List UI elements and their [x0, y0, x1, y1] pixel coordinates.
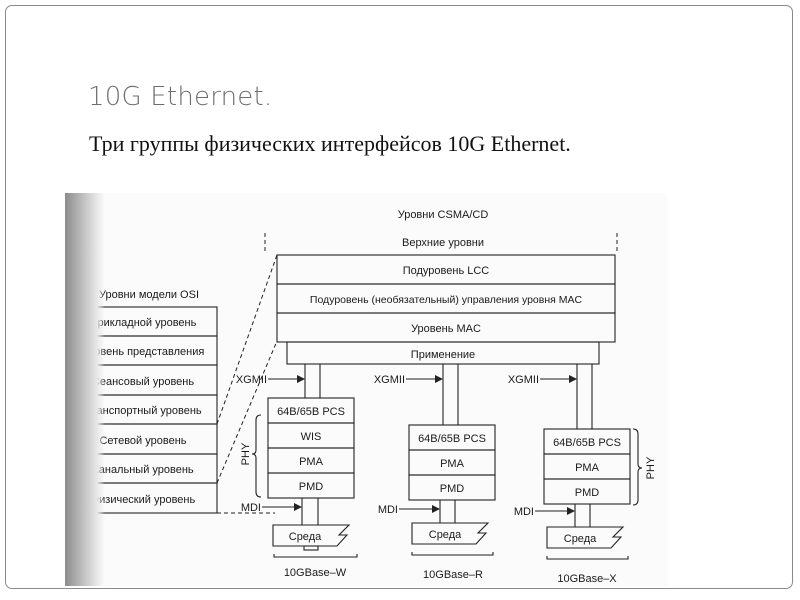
medium-label: Среда — [289, 531, 322, 543]
xgmii-label: XGMII — [508, 374, 539, 386]
csma-upper-layers: Верхние уровни — [402, 237, 484, 249]
osi-layer: Физический уровень — [91, 494, 196, 506]
phy-brace-x — [632, 428, 643, 506]
reconciliation-label: Применение — [411, 349, 475, 361]
mdi-label: MDI — [514, 506, 534, 518]
mapping-line-network — [216, 254, 278, 425]
medium-shape — [411, 522, 490, 545]
slide-subtitle: Три группы физических интерфейсов 10G Et… — [89, 131, 571, 156]
osi-layer: Сеансовый уровень — [92, 376, 194, 388]
osi-heading: Уровни модели OSI — [99, 289, 199, 301]
variant-w — [251, 364, 358, 558]
variant-layer: PMA — [575, 462, 600, 474]
osi-layer: Уровень представления — [82, 346, 205, 358]
phy-label: PHY — [240, 442, 252, 465]
csma-layer: Уровень MAC — [411, 323, 481, 335]
mdi-label: MDI — [378, 504, 398, 516]
osi-layer: Транспортный уровень — [84, 405, 202, 417]
variant-layer: 64B/65B PCS — [553, 437, 621, 449]
osi-layer: Сетевой уровень — [99, 435, 186, 447]
variant-r — [408, 364, 496, 556]
diagram-svg: Уровни модели OSI Прикладной уровень Уро… — [68, 209, 657, 585]
medium-label: Среда — [564, 533, 597, 545]
mdi-label: MDI — [241, 502, 261, 514]
mapping-line-datalink — [216, 340, 278, 484]
csma-layer: Подуровень LCC — [403, 265, 490, 277]
variant-layer: 64B/65B PCS — [418, 433, 486, 445]
osi-layer: Канальный уровень — [92, 464, 194, 476]
phy-brace-w — [251, 414, 262, 498]
variant-layer: PMA — [299, 456, 324, 468]
variant-layer: PMD — [575, 487, 600, 499]
variant-layer: PMD — [440, 483, 465, 495]
osi-layer: Прикладной уровень — [90, 317, 197, 329]
variant-name: 10GBase–X — [557, 573, 617, 585]
variant-name: 10GBase–W — [284, 567, 347, 579]
csma-layer: Подуровень (необязательный) управления у… — [310, 294, 583, 306]
variant-layer: WIS — [301, 431, 322, 443]
variant-bracket — [546, 556, 629, 560]
diagram-scan: Уровни модели OSI Прикладной уровень Уро… — [65, 193, 667, 586]
variant-layer: 64B/65B PCS — [277, 406, 345, 418]
variant-bracket — [411, 552, 494, 556]
phy-label: PHY — [645, 456, 657, 479]
variant-layer: PMA — [440, 458, 465, 470]
medium-shape — [272, 524, 351, 547]
arrow-heads — [294, 375, 577, 515]
xgmii-label: XGMII — [374, 374, 405, 386]
variant-name: 10GBase–R — [423, 569, 483, 581]
slide-title: 10G Ethernet. — [88, 82, 273, 112]
variant-layer: PMD — [299, 481, 324, 493]
variant-x — [543, 364, 643, 560]
variant-bracket — [273, 554, 358, 558]
medium-shape — [546, 526, 625, 549]
xgmii-label: XGMII — [236, 374, 267, 386]
interface-arrows — [262, 378, 571, 512]
medium-label: Среда — [429, 529, 462, 541]
scan-page-shadow — [65, 193, 105, 586]
csma-heading: Уровни CSMA/CD — [398, 209, 489, 221]
mapping-lines — [216, 233, 618, 514]
